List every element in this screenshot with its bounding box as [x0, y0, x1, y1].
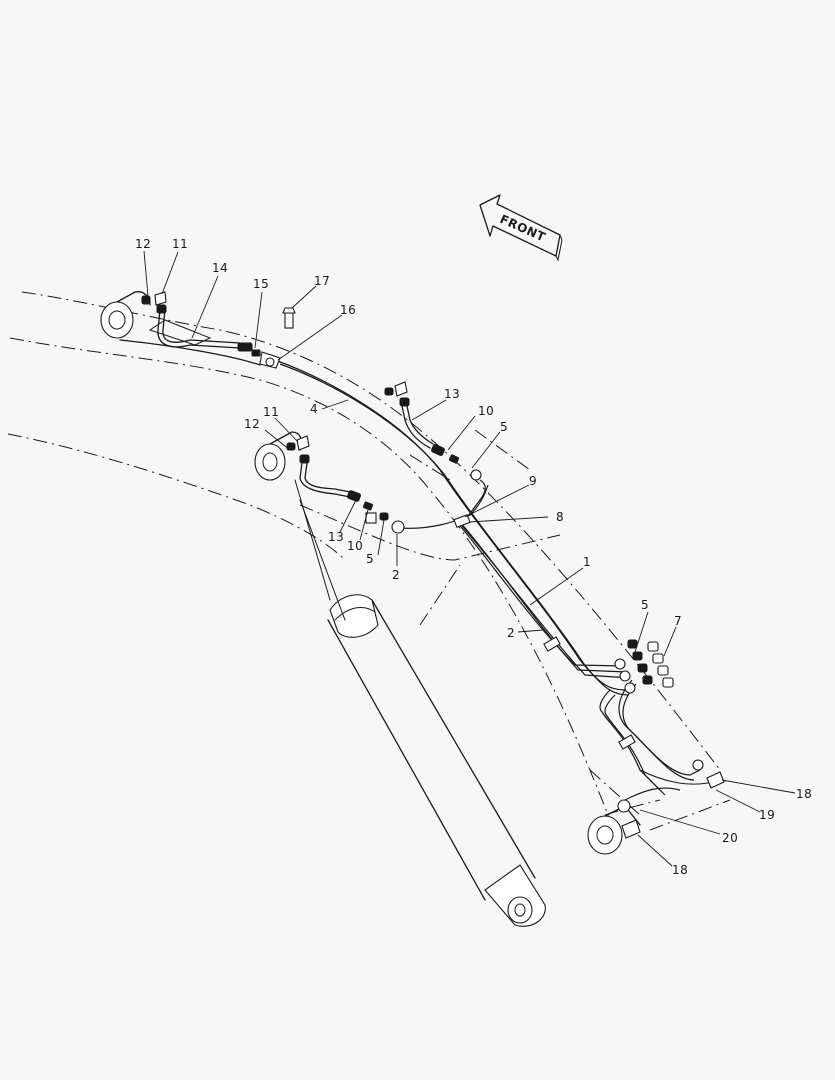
callout-18: 18 [796, 787, 812, 801]
callout-17: 17 [314, 274, 330, 288]
leader-lines [143, 250, 796, 867]
callout-4: 4 [310, 402, 318, 416]
callout-8: 8 [556, 510, 564, 524]
callout-13: 13 [328, 530, 344, 544]
callout-13: 13 [444, 387, 460, 401]
callout-14: 14 [212, 261, 228, 275]
right-hose-assembly [384, 381, 482, 481]
callout-11: 11 [263, 405, 279, 419]
callout-7: 7 [674, 614, 682, 628]
callout-9: 9 [529, 474, 537, 488]
callout-labels: 12 11 14 15 17 16 4 13 10 5 11 12 9 8 13… [135, 237, 812, 877]
hydraulic-cylinder [294, 479, 546, 927]
callout-12: 12 [244, 417, 260, 431]
pipe-clamps [453, 514, 636, 750]
callout-5: 5 [366, 552, 374, 566]
boom-outline [7, 291, 731, 831]
callout-12: 12 [135, 237, 151, 251]
cylinder-head-boss [254, 431, 303, 481]
callout-10: 10 [347, 539, 363, 553]
callout-5: 5 [641, 598, 649, 612]
callout-5: 5 [500, 420, 508, 434]
front-direction-arrow: FRONT [479, 194, 563, 262]
callout-18: 18 [672, 863, 688, 877]
callout-11: 11 [172, 237, 188, 251]
callout-10: 10 [478, 404, 494, 418]
callout-2: 2 [507, 626, 515, 640]
fitting-cluster [614, 639, 674, 694]
callout-15: 15 [253, 277, 269, 291]
callout-2: 2 [392, 568, 400, 582]
callout-16: 16 [340, 303, 356, 317]
end-fittings [617, 759, 725, 839]
pipe-bundle [274, 359, 701, 801]
callout-1: 1 [583, 555, 591, 569]
callout-20: 20 [722, 831, 738, 845]
callout-19: 19 [759, 808, 775, 822]
upper-hose-assembly [141, 291, 296, 369]
left-hose-assembly [286, 435, 405, 534]
